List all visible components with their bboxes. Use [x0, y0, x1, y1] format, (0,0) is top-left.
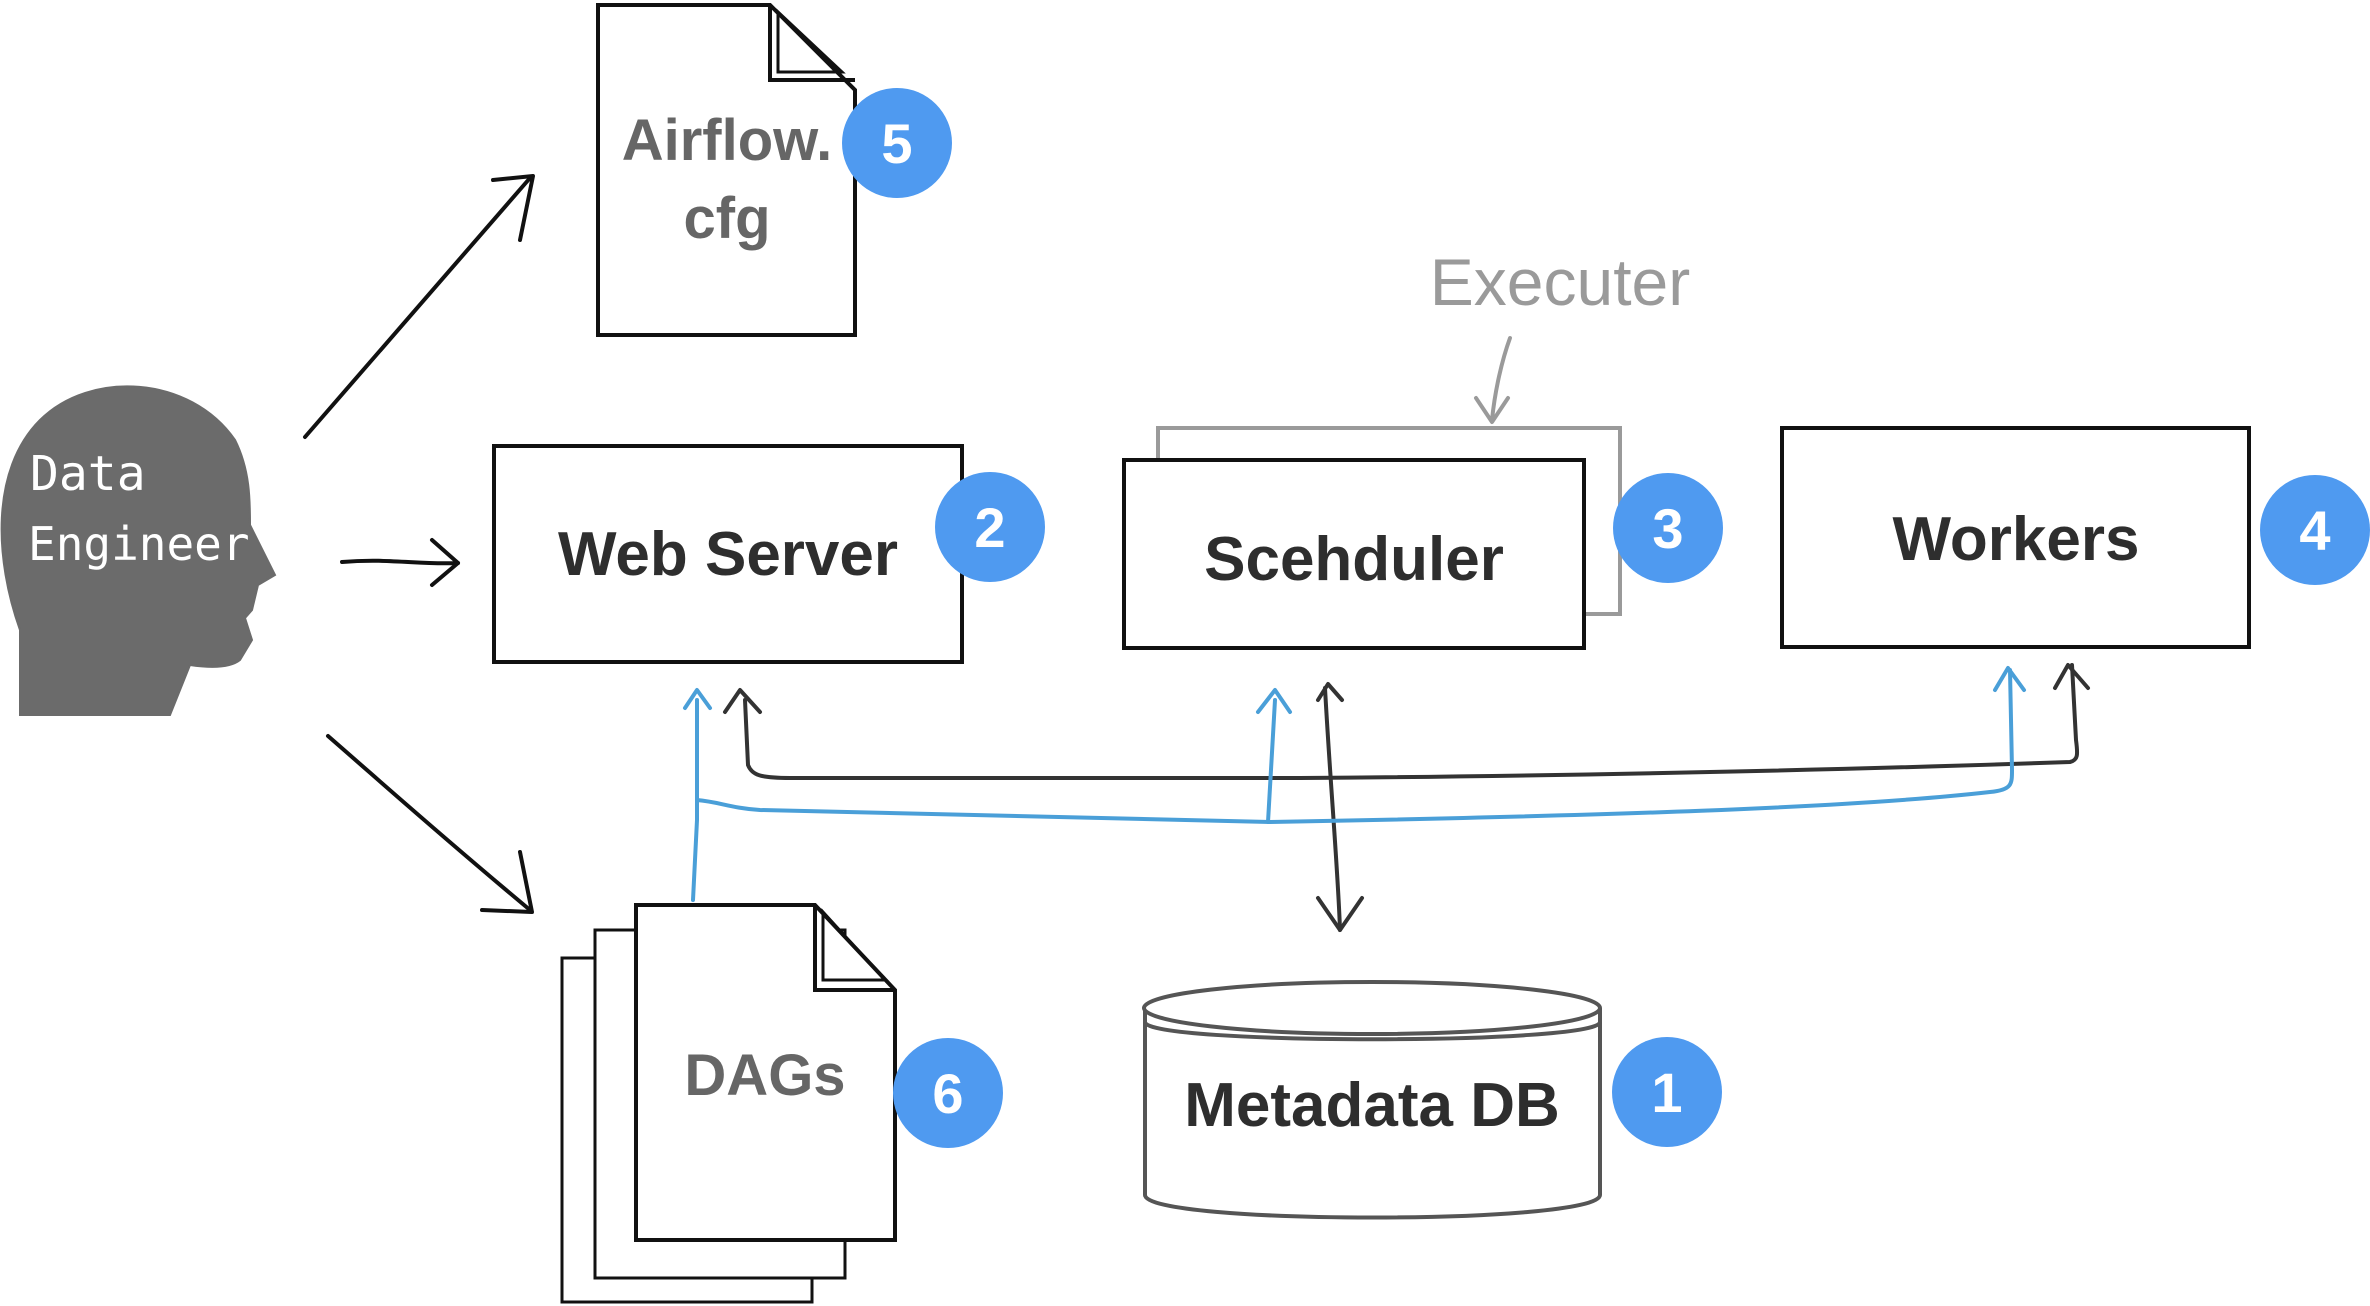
- webserver-box: Web Server: [492, 444, 964, 664]
- blue-link-dags-up: [691, 698, 699, 902]
- metadata-db-cylinder: Metadata DB: [1142, 980, 1602, 1220]
- arrow-to-config: [303, 176, 532, 439]
- badge-2: 2: [935, 472, 1045, 582]
- arrow-to-dags-head: [480, 850, 534, 914]
- dark-link-head-workers: [2053, 663, 2090, 690]
- arrow-to-config-head: [491, 174, 535, 242]
- dags-files-icon: DAGs: [560, 903, 897, 1304]
- blue-link-head-workers: [1993, 666, 2026, 692]
- svg-text:1: 1: [1651, 1061, 1682, 1124]
- arrow-to-dags: [326, 734, 532, 912]
- badge-3: 3: [1613, 473, 1723, 583]
- badge-4: 4: [2260, 475, 2370, 585]
- arrow-to-webserver-head: [430, 538, 460, 587]
- workers-label: Workers: [1893, 505, 2140, 574]
- config-label-line1: Airflow.: [622, 108, 833, 173]
- svg-text:5: 5: [881, 112, 912, 175]
- config-file-icon: Airflow. cfg: [596, 3, 857, 337]
- blue-link-head-scheduler: [1256, 688, 1292, 714]
- person-label-line2: Engineer: [28, 517, 250, 571]
- scheduler-db-head-up: [1316, 682, 1344, 702]
- scheduler-box: Scehduler: [1122, 458, 1586, 650]
- executor-pointer: [1490, 336, 1512, 422]
- webserver-label: Web Server: [558, 520, 898, 589]
- dark-link-path: [743, 663, 2080, 780]
- workers-box: Workers: [1780, 426, 2251, 649]
- blue-link-head-webserver: [683, 688, 712, 710]
- blue-link-path: [695, 668, 2015, 825]
- dags-label: DAGs: [684, 1043, 845, 1108]
- svg-text:6: 6: [932, 1062, 963, 1125]
- svg-text:2: 2: [974, 496, 1005, 559]
- scheduler-db-link: [1323, 686, 1342, 932]
- arrow-to-webserver: [340, 558, 460, 566]
- executor-frame: [1156, 426, 1622, 616]
- badge-5: 5: [842, 88, 952, 198]
- person-label-line1: Data: [30, 446, 146, 502]
- executor-label: Executer: [1430, 245, 1690, 319]
- blue-link-scheduler: [1266, 698, 1277, 824]
- scheduler-db-head-down: [1316, 896, 1364, 932]
- dark-link-head-webserver: [723, 688, 762, 714]
- scheduler-label: Scehduler: [1204, 525, 1504, 594]
- metadata-db-label: Metadata DB: [1184, 1071, 1560, 1140]
- data-engineer-head-icon: Data Engineer: [0, 385, 277, 716]
- badge-1: 1: [1612, 1037, 1722, 1147]
- svg-text:4: 4: [2299, 499, 2330, 562]
- config-label-line2: cfg: [684, 186, 771, 251]
- svg-text:3: 3: [1652, 497, 1683, 560]
- badge-6: 6: [893, 1038, 1003, 1148]
- executor-pointer-head: [1474, 396, 1510, 424]
